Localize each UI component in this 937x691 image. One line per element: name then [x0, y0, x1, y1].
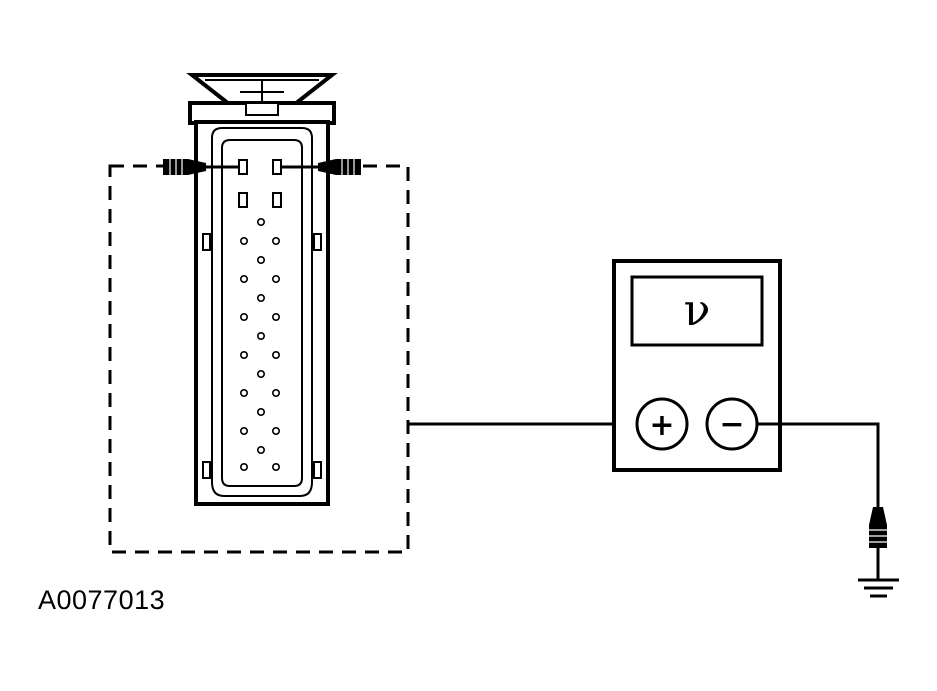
connector-icon [186, 73, 338, 506]
positive-terminal [635, 397, 689, 451]
voltmeter-display [630, 275, 764, 347]
pin-hole [256, 369, 265, 378]
pin-hole [256, 331, 265, 340]
voltmeter-symbol: ν [684, 285, 711, 336]
negative-sign: − [719, 407, 744, 442]
terminal-slot [238, 159, 248, 175]
positive-sign: + [649, 408, 674, 443]
pin-hole [240, 426, 249, 435]
pin-hole [271, 237, 280, 246]
connector-body [194, 120, 330, 506]
pin-hole [240, 312, 249, 321]
negative-lead-wire [757, 422, 880, 510]
pin-hole [256, 293, 265, 302]
terminal-slot [272, 159, 282, 175]
left-test-probe-icon [163, 159, 240, 175]
ground-probe-icon [869, 507, 887, 579]
right-test-probe-icon [281, 159, 361, 175]
pin-hole [271, 274, 280, 283]
ground-symbol-icon [858, 578, 899, 598]
pin-hole [256, 255, 265, 264]
pin-hole [271, 426, 280, 435]
voltmeter-icon: ν + − [612, 259, 782, 472]
pin-hole [240, 388, 249, 397]
figure-id-label: A0077013 [38, 585, 166, 615]
pin-hole [271, 388, 280, 397]
pin-hole [240, 462, 249, 471]
pin-hole [271, 312, 280, 321]
pin-hole [271, 350, 280, 359]
pin-hole [271, 462, 280, 471]
connector-inner-outline [211, 127, 313, 497]
terminal-slot [238, 192, 248, 208]
pin-hole [256, 445, 265, 454]
pin-hole [240, 350, 249, 359]
connector-pin-holes [240, 218, 280, 471]
terminal-slot [272, 192, 282, 208]
pin-hole [240, 274, 249, 283]
pin-hole [256, 218, 265, 227]
pin-hole [240, 237, 249, 246]
pin-hole [256, 407, 265, 416]
